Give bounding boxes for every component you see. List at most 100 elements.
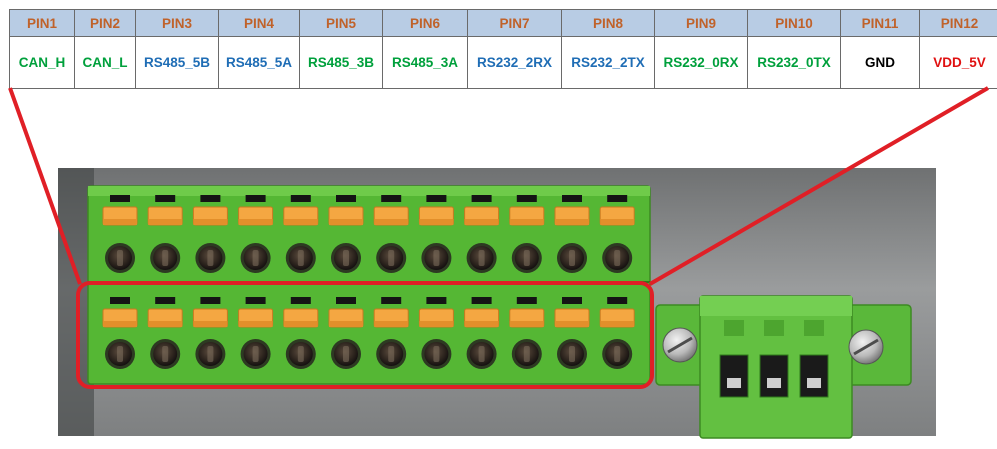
bottom-wire-slot (516, 297, 537, 304)
top-contact-highlight (388, 250, 395, 266)
pin-number-cell: PIN7 (467, 9, 562, 37)
bottom-contact-highlight (523, 346, 530, 362)
pin-number-cell: PIN11 (840, 9, 920, 37)
plug-wire-socket[interactable] (799, 354, 829, 398)
signal-name-cell: RS485_5A (218, 36, 300, 89)
plug-screw-recess (764, 320, 784, 336)
top-wire-slot (471, 195, 492, 202)
signal-name-cell: RS232_2RX (467, 36, 562, 89)
bottom-contact-highlight (207, 346, 214, 362)
top-contact-highlight (297, 250, 304, 266)
bottom-contact-highlight (614, 346, 621, 362)
bottom-terminal-row (102, 297, 635, 369)
top-contact-highlight (523, 250, 530, 266)
top-lever-shade (600, 219, 635, 225)
signal-name-cell: RS232_0TX (747, 36, 841, 89)
top-wire-slot (155, 195, 176, 202)
top-terminal-row (102, 195, 635, 273)
top-lever-shade (509, 219, 544, 225)
pin-number-cell: PIN9 (654, 9, 748, 37)
bottom-lever-shade (600, 321, 635, 327)
top-lever-shade (419, 219, 454, 225)
highlight-outline (76, 281, 654, 389)
side-plug-top-ridge (700, 296, 852, 316)
bottom-lever-shade (555, 321, 589, 327)
bottom-wire-slot (471, 297, 492, 304)
plug-clamp-icon (767, 378, 781, 388)
top-wire-slot (336, 195, 356, 202)
top-lever-shade (193, 219, 228, 225)
top-wire-slot (516, 195, 537, 202)
signal-name-cell: RS485_3B (299, 36, 383, 89)
bottom-wire-slot (155, 297, 176, 304)
plug-clamp-icon (727, 378, 741, 388)
bottom-lever-shade (329, 321, 363, 327)
top-lever-shade (148, 219, 183, 225)
top-contact-highlight (478, 250, 485, 266)
top-wire-slot (607, 195, 628, 202)
top-wire-slot (381, 195, 402, 202)
bottom-wire-slot (426, 297, 447, 304)
top-contact-highlight (162, 250, 169, 266)
top-wire-slot (110, 195, 130, 202)
bottom-wire-slot (110, 297, 130, 304)
top-lever-shade (555, 219, 589, 225)
side-plug-connector (655, 295, 912, 439)
right-screw-slot (853, 338, 879, 356)
bottom-wire-slot (290, 297, 311, 304)
bottom-wire-slot (607, 297, 628, 304)
bottom-lever-shade (193, 321, 228, 327)
bottom-wire-slot (381, 297, 402, 304)
bottom-contact-highlight (343, 346, 349, 362)
bottom-contact-highlight (117, 346, 123, 362)
terminal-block-top-shade (88, 186, 650, 196)
bottom-contact-highlight (388, 346, 395, 362)
top-wire-slot (562, 195, 582, 202)
top-wire-slot (245, 195, 266, 202)
callout-line-left (8, 87, 82, 285)
bottom-wire-slot (562, 297, 582, 304)
pin-number-cell: PIN10 (747, 9, 841, 37)
signal-name-cell: CAN_H (9, 36, 75, 89)
plug-clamp-icon (807, 378, 821, 388)
pin-number-cell: PIN1 (9, 9, 75, 37)
signal-name-cell: RS232_0RX (654, 36, 748, 89)
top-contact-highlight (569, 250, 575, 266)
bottom-lever-shade (238, 321, 273, 327)
bottom-lever-shade (374, 321, 409, 327)
pin-number-cell: PIN5 (299, 9, 383, 37)
bottom-lever-shade (283, 321, 318, 327)
top-contact-highlight (433, 250, 440, 266)
bottom-contact-highlight (433, 346, 440, 362)
top-wire-slot (200, 195, 221, 202)
top-contact-highlight (614, 250, 621, 266)
top-lever-shade (283, 219, 318, 225)
left-screw-slot (667, 336, 693, 354)
top-lever-shade (464, 219, 499, 225)
bottom-lever-shade (148, 321, 183, 327)
pin-number-cell: PIN8 (561, 9, 655, 37)
signal-name-cell: RS232_2TX (561, 36, 655, 89)
signal-name-cell: CAN_L (74, 36, 136, 89)
plug-screw-recess (804, 320, 824, 336)
top-contact-highlight (343, 250, 349, 266)
bottom-contact-highlight (297, 346, 304, 362)
bottom-contact-highlight (252, 346, 259, 362)
callout-line-right (648, 86, 990, 286)
top-contact-highlight (207, 250, 214, 266)
plug-sockets (719, 320, 829, 398)
signal-name-cell: GND (840, 36, 920, 89)
bottom-lever-shade (419, 321, 454, 327)
plug-wire-socket[interactable] (719, 354, 749, 398)
top-contact-highlight (252, 250, 259, 266)
bottom-wire-slot (200, 297, 221, 304)
bottom-lever-shade (464, 321, 499, 327)
top-wire-slot (426, 195, 447, 202)
bottom-contact-highlight (162, 346, 169, 362)
top-lever-shade (238, 219, 273, 225)
plug-wire-socket[interactable] (759, 354, 789, 398)
signal-name-cell: RS485_5B (135, 36, 219, 89)
